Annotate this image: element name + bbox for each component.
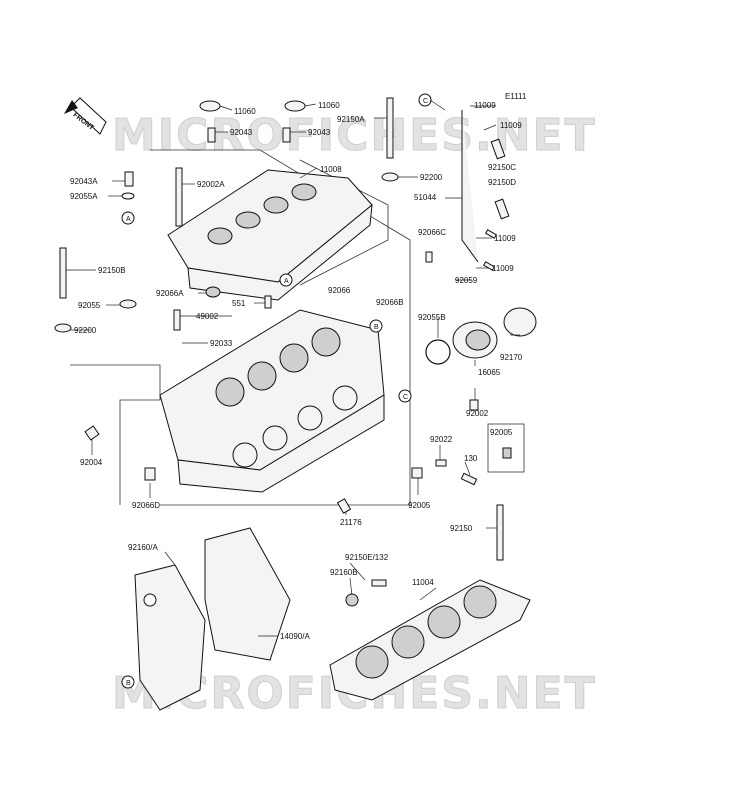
- label-92200-a: 92200: [420, 173, 443, 182]
- watermark-top: MICROFICHES.NET: [112, 110, 597, 161]
- label-92066b: 92066B: [376, 298, 404, 307]
- label-92160b: 92160B: [330, 568, 358, 577]
- label-11009-a: 11009: [474, 101, 496, 110]
- label-92160a: 92160/A: [128, 543, 158, 552]
- callout-c-2: C: [398, 389, 412, 403]
- label-92002A: 92002A: [197, 180, 225, 189]
- label-11008: 11008: [320, 165, 342, 174]
- label-11060-b: 11060: [318, 101, 340, 110]
- assembly-box-left: [70, 364, 161, 505]
- label-11004: 11004: [412, 578, 434, 587]
- svg-text:A: A: [284, 278, 289, 285]
- label-92055A: 92055A: [70, 192, 98, 201]
- intake-holder: [425, 307, 537, 365]
- svg-text:C: C: [423, 98, 428, 105]
- callout-b-1: B: [369, 319, 383, 333]
- head-gasket: [329, 579, 531, 701]
- label-92066: 92066: [328, 286, 351, 295]
- label-92200-b: 92200: [74, 326, 97, 335]
- label-21176: 21176: [340, 518, 362, 527]
- small-fasteners: [84, 138, 510, 607]
- breather-hose: [461, 110, 479, 263]
- svg-text:C: C: [403, 394, 408, 401]
- label-11060-a: 11060: [234, 107, 256, 116]
- inset-part: [502, 447, 512, 459]
- callout-c-1: C: [418, 93, 432, 107]
- label-51044: 51044: [414, 193, 437, 202]
- label-92066a: 92066A: [156, 289, 184, 298]
- label-92150b: 92150B: [98, 266, 126, 275]
- label-49002: 49002: [196, 312, 219, 321]
- front-arrow-icon: FRONT: [64, 97, 107, 135]
- callout-b-2: B: [121, 675, 135, 689]
- label-92170: 92170: [500, 353, 523, 362]
- label-92150d: 92150D: [488, 178, 516, 187]
- label-92150e: 92150E/132: [345, 553, 389, 562]
- label-92004: 92004: [80, 458, 103, 467]
- head-cover: [167, 169, 373, 301]
- label-11009-c: 11009: [494, 234, 516, 243]
- label-92066d: 92066D: [132, 501, 160, 510]
- svg-text:B: B: [126, 680, 131, 687]
- label-551: 551: [232, 299, 246, 308]
- label-92005: 92005: [408, 501, 431, 510]
- label-130: 130: [464, 454, 478, 463]
- leader-lines: [66, 99, 520, 637]
- callout-a-2: A: [279, 273, 293, 287]
- cylinder-head: [159, 309, 385, 493]
- label-16065: 16065: [478, 368, 501, 377]
- diagram-code: E1111: [505, 92, 527, 101]
- label-92043A: 92043A: [70, 177, 98, 186]
- bolts: [59, 97, 504, 561]
- chain-cover: [134, 527, 291, 711]
- label-92066c: 92066C: [418, 228, 446, 237]
- label-92043-b: 92043: [308, 128, 331, 137]
- washers: [54, 100, 399, 333]
- label-92150c: 92150C: [488, 163, 516, 172]
- label-92150a: 92150A: [337, 115, 365, 124]
- svg-text:B: B: [374, 324, 379, 331]
- label-92043-a: 92043: [230, 128, 253, 137]
- label-92002: 92002: [466, 409, 489, 418]
- label-92059: 92059: [455, 276, 478, 285]
- label-92150: 92150: [450, 524, 473, 533]
- label-11009-d: 11009: [492, 264, 514, 273]
- label-14090: 14090/A: [280, 632, 310, 641]
- assembly-box-head: [150, 149, 411, 506]
- label-92055b: 92055B: [418, 313, 446, 322]
- label-92005-inset: 92005: [490, 428, 513, 437]
- inset-box-92005: [487, 423, 525, 473]
- svg-text:A: A: [126, 216, 131, 223]
- label-92055: 92055: [78, 301, 101, 310]
- label-92022: 92022: [430, 435, 453, 444]
- callout-a-1: A: [121, 211, 135, 225]
- label-11009-b: 11009: [500, 121, 522, 130]
- label-92033: 92033: [210, 339, 233, 348]
